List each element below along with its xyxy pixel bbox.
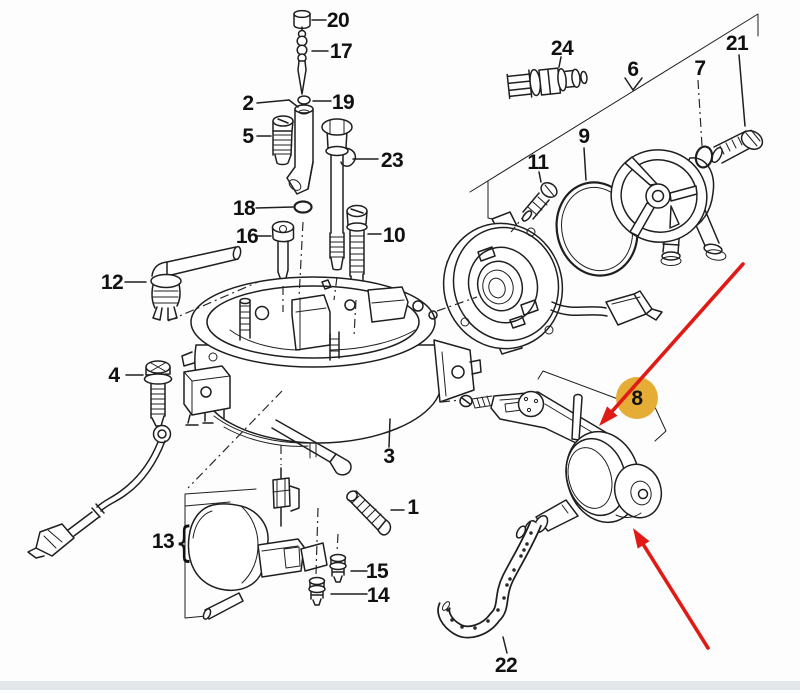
part-24-sensor xyxy=(506,67,588,100)
leader-line xyxy=(558,56,562,68)
part-14-jet xyxy=(308,576,326,606)
leader-line xyxy=(538,171,542,183)
red-arrow-line xyxy=(607,262,745,416)
part-19-oring xyxy=(297,95,311,105)
assembly-axis-line xyxy=(510,211,528,233)
leader-line xyxy=(632,77,643,91)
assembly-axis-line xyxy=(436,296,478,312)
assembly-axis-line xyxy=(697,79,703,147)
choke-unit xyxy=(442,211,663,355)
part-3-carburetor-body xyxy=(181,276,482,476)
part-15-jet xyxy=(329,553,347,583)
red-arrow-head xyxy=(599,406,618,426)
ground-wire xyxy=(27,424,172,559)
footer-strip xyxy=(0,681,800,690)
part-22-hose xyxy=(437,520,543,639)
part-21-bolt xyxy=(711,129,764,164)
leader-line xyxy=(738,54,746,127)
red-arrow-line xyxy=(639,539,710,650)
leader-line xyxy=(583,147,587,181)
assembly-axis-line xyxy=(336,533,339,553)
group-8-boundary-line xyxy=(537,370,667,442)
leader-line xyxy=(388,418,391,448)
highlight-badge xyxy=(616,377,658,419)
red-arrow-head xyxy=(633,528,650,549)
part-20-cap xyxy=(293,9,311,30)
leader-line xyxy=(255,206,294,209)
part-23-tube xyxy=(321,118,357,271)
assembly-axis-line xyxy=(187,390,283,489)
assembly-axis-line xyxy=(440,399,462,403)
part-18-oring xyxy=(293,200,313,214)
part-8-assembly xyxy=(459,390,663,539)
assembly-axis-line xyxy=(333,276,338,301)
assembly-axis-line xyxy=(298,221,304,299)
leader-line xyxy=(256,99,290,104)
leader-line xyxy=(288,99,299,108)
part-12-elbow xyxy=(150,245,242,321)
leader-line xyxy=(502,636,508,654)
hose-stipple xyxy=(446,531,533,630)
cutoff-valve xyxy=(272,467,300,527)
part-5-screw xyxy=(272,115,294,166)
vacuum-cover xyxy=(610,149,727,266)
part-17-needle xyxy=(296,26,308,95)
part-13-group xyxy=(184,488,328,620)
assembly-axis-line xyxy=(315,507,319,575)
part-1-screw xyxy=(346,490,392,536)
assembly-axis-line xyxy=(167,281,259,322)
part-11-bolt xyxy=(521,182,558,222)
assembly-axis-line xyxy=(353,299,357,337)
part-4-screw xyxy=(143,360,173,427)
part-2-tube xyxy=(286,104,314,195)
leader-line xyxy=(624,77,634,91)
